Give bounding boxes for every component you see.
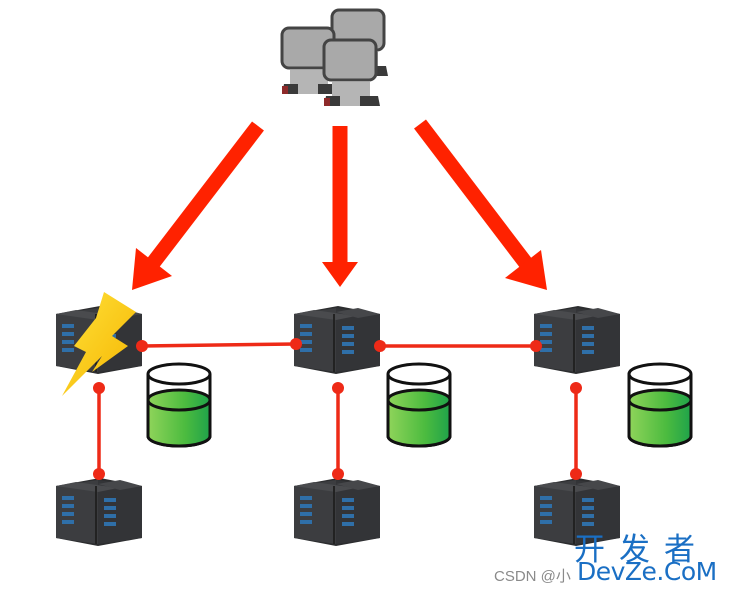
connector-dot — [290, 338, 302, 350]
connector-dot — [530, 340, 542, 352]
connector-dot — [332, 382, 344, 394]
server-slave-2 — [293, 477, 381, 547]
server-node-3 — [533, 305, 621, 375]
database-1-icon — [146, 362, 212, 448]
database-2-icon — [386, 362, 452, 448]
network-links — [97, 342, 578, 474]
arrow-to-node-3 — [414, 119, 547, 290]
arrow-to-node-1 — [132, 121, 264, 290]
link-node1-node2 — [141, 342, 297, 348]
server-slave-1 — [55, 477, 143, 547]
connector-dot — [374, 340, 386, 352]
client-computers-icon — [280, 8, 390, 108]
monitor-icon — [322, 38, 382, 108]
connector-dot — [570, 382, 582, 394]
server-node-2 — [293, 305, 381, 375]
connector-dot — [93, 468, 105, 480]
connector-dot — [332, 468, 344, 480]
connector-dot — [93, 382, 105, 394]
request-arrows — [132, 119, 547, 290]
connector-dot — [570, 468, 582, 480]
database-3-icon — [627, 362, 693, 448]
link-connectors — [93, 338, 582, 480]
lightning-icon — [62, 292, 136, 396]
csdn-watermark: CSDN @小 — [494, 568, 571, 585]
arrow-to-node-2 — [322, 126, 358, 287]
devze-watermark-cn: 开发者 — [574, 532, 709, 568]
connector-dot — [136, 340, 148, 352]
devze-watermark-en: DevZe.CoM — [577, 557, 717, 586]
